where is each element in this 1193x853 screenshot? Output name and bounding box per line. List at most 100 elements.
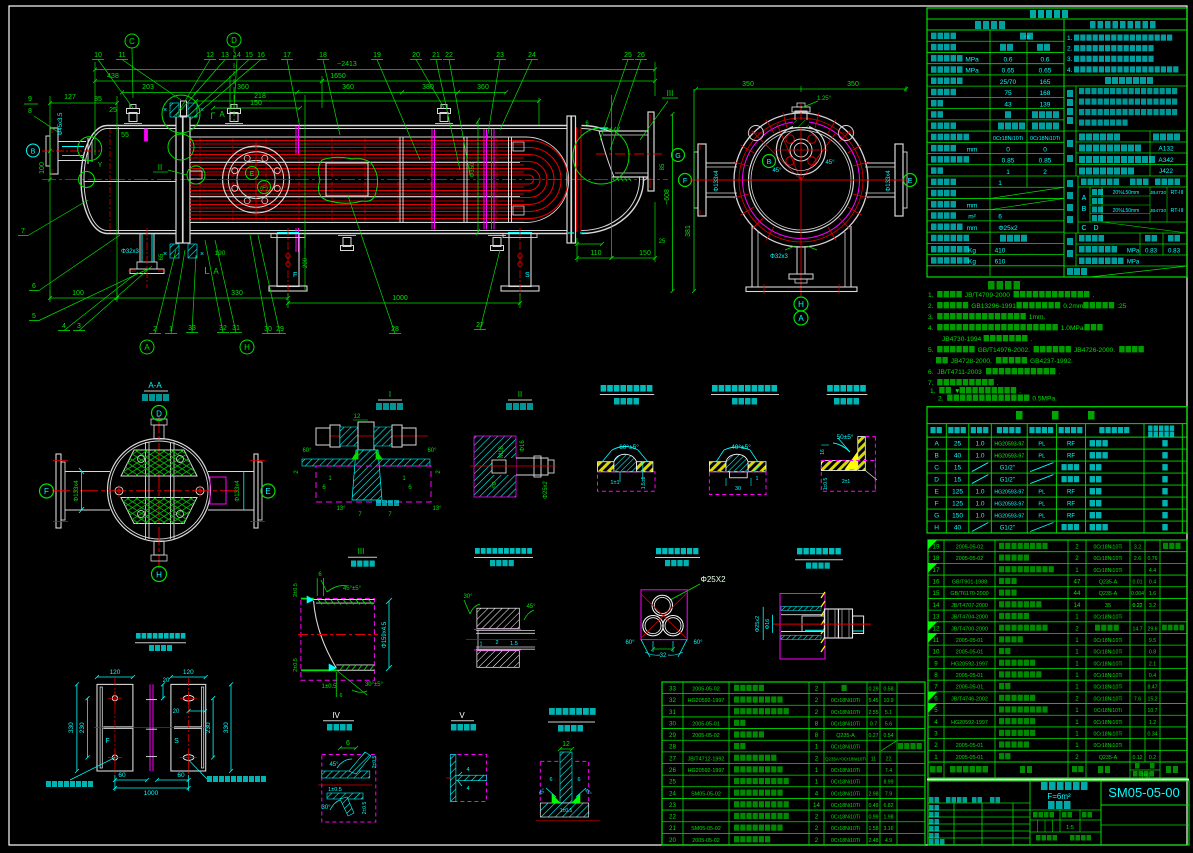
svg-text:125: 125 (952, 501, 963, 508)
svg-text:HG20592-1997: HG20592-1997 (688, 768, 725, 774)
svg-text:1: 1 (1075, 672, 1079, 679)
svg-text:5.1: 5.1 (885, 710, 892, 716)
svg-text:Q235-A: Q235-A (836, 733, 855, 739)
svg-text:0Cr18Ni10Ti: 0Cr18Ni10Ti (831, 803, 860, 809)
svg-text:1: 1 (328, 476, 332, 482)
svg-text:1: 1 (1075, 649, 1079, 656)
svg-text:33: 33 (669, 686, 676, 693)
svg-text:0.7: 0.7 (870, 721, 877, 727)
svg-text:1.0: 1.0 (976, 489, 985, 496)
svg-text:2: 2 (815, 825, 819, 832)
svg-text:1.25°: 1.25° (817, 96, 832, 102)
svg-text:20%L50mm: 20%L50mm (1113, 208, 1140, 214)
svg-text:2±1: 2±1 (842, 479, 851, 485)
svg-text:60°: 60° (693, 640, 703, 646)
svg-text:1: 1 (998, 180, 1002, 187)
svg-text:13: 13 (221, 52, 229, 59)
svg-text:2: 2 (815, 814, 819, 821)
svg-text:D: D (1093, 225, 1098, 232)
svg-text:6: 6 (318, 572, 322, 578)
svg-text:mm: mm (967, 146, 978, 153)
svg-text:1000: 1000 (144, 790, 159, 797)
svg-text:GB13296-1991: GB13296-1991 (971, 303, 1016, 310)
svg-text:MPa: MPa (1127, 260, 1140, 266)
svg-text:3: 3 (934, 730, 938, 737)
svg-text:0Cr18Ni10Ti: 0Cr18Ni10Ti (1094, 720, 1123, 726)
svg-text:75: 75 (1004, 90, 1012, 97)
svg-text:100: 100 (72, 290, 84, 297)
svg-text:C: C (1081, 225, 1086, 232)
svg-text:6: 6 (549, 777, 552, 783)
svg-text:Q235-A: Q235-A (1099, 580, 1118, 586)
svg-text:Q235-A: Q235-A (1099, 591, 1118, 597)
svg-text:10: 10 (94, 52, 102, 59)
svg-text:F: F (293, 272, 297, 279)
svg-text:13°: 13° (336, 506, 346, 512)
svg-text:F: F (44, 487, 49, 496)
svg-text:JB/T4700-2000: JB/T4700-2000 (951, 626, 988, 632)
svg-text:PL: PL (1038, 442, 1045, 448)
svg-text:0: 0 (1043, 146, 1047, 153)
svg-text:8: 8 (934, 672, 938, 679)
svg-text:29: 29 (276, 326, 284, 333)
svg-text:60°: 60° (302, 448, 312, 454)
svg-text:E: E (908, 178, 913, 185)
svg-text:2±0.5: 2±0.5 (362, 802, 368, 815)
svg-text:PL: PL (1038, 502, 1045, 508)
svg-text:×: × (200, 107, 204, 114)
svg-text:1: 1 (1075, 719, 1079, 726)
svg-text:1.6: 1.6 (1149, 591, 1156, 597)
svg-text:22: 22 (669, 814, 676, 821)
svg-text:30°±5°: 30°±5° (365, 682, 384, 688)
svg-text:14: 14 (933, 602, 940, 609)
svg-text:15: 15 (954, 465, 962, 472)
svg-text:F: F (683, 178, 687, 185)
svg-text:6: 6 (322, 485, 326, 491)
svg-text:45°: 45° (825, 160, 835, 166)
svg-text:16: 16 (933, 579, 940, 586)
svg-text:380: 380 (422, 84, 434, 91)
svg-text:1650: 1650 (330, 73, 346, 80)
svg-text:45°: 45° (329, 762, 339, 768)
svg-text:0.65: 0.65 (1039, 68, 1052, 75)
svg-text:2.48: 2.48 (868, 838, 878, 844)
svg-text:16: 16 (820, 449, 826, 455)
svg-text:1: 1 (169, 326, 173, 333)
svg-text:165: 165 (1040, 79, 1051, 86)
svg-text:19: 19 (373, 52, 381, 59)
svg-text:×: × (163, 107, 167, 114)
svg-text:43: 43 (1004, 101, 1012, 108)
svg-text:1: 1 (1075, 637, 1079, 644)
svg-text:GB/T6170-2000: GB/T6170-2000 (950, 591, 988, 597)
svg-text:13: 13 (933, 614, 940, 621)
svg-text:Γ: Γ (211, 111, 216, 121)
svg-text:5.45: 5.45 (868, 698, 878, 704)
svg-text:3.2: 3.2 (1149, 603, 1156, 609)
svg-text:Φ133x4: Φ133x4 (74, 480, 80, 502)
svg-text:0.2: 0.2 (1149, 755, 1156, 761)
svg-text:610: 610 (995, 259, 1006, 266)
svg-text:1: 1 (815, 767, 819, 774)
svg-text:410: 410 (995, 247, 1006, 254)
svg-text:A: A (219, 110, 225, 119)
svg-text:JB/T4709-2000: JB/T4709-2000 (965, 292, 1010, 299)
svg-text:1.0: 1.0 (976, 513, 985, 520)
svg-text:18: 18 (933, 555, 940, 562)
svg-text:JB4730: JB4730 (1150, 208, 1167, 214)
svg-text:0.27: 0.27 (868, 733, 878, 739)
svg-text:11: 11 (118, 52, 125, 59)
svg-text:II: II (518, 390, 522, 399)
svg-text:0.8: 0.8 (1149, 650, 1156, 656)
svg-text:2: 2 (815, 837, 819, 844)
svg-text:3.2: 3.2 (1134, 545, 1141, 551)
svg-text:218: 218 (254, 93, 266, 100)
svg-text:60°±5°: 60°±5° (619, 443, 639, 451)
svg-text:23: 23 (669, 802, 676, 809)
svg-text:350: 350 (847, 81, 859, 88)
svg-text:2: 2 (1043, 169, 1047, 176)
svg-text:JB4726-2000.: JB4726-2000. (1074, 347, 1115, 354)
svg-text:.: . (1092, 292, 1094, 299)
svg-text:25/70: 25/70 (1000, 79, 1017, 86)
svg-text:0Cr18Ni10Ti: 0Cr18Ni10Ti (831, 826, 860, 832)
svg-text:JB/T4704-2000: JB/T4704-2000 (951, 615, 988, 621)
